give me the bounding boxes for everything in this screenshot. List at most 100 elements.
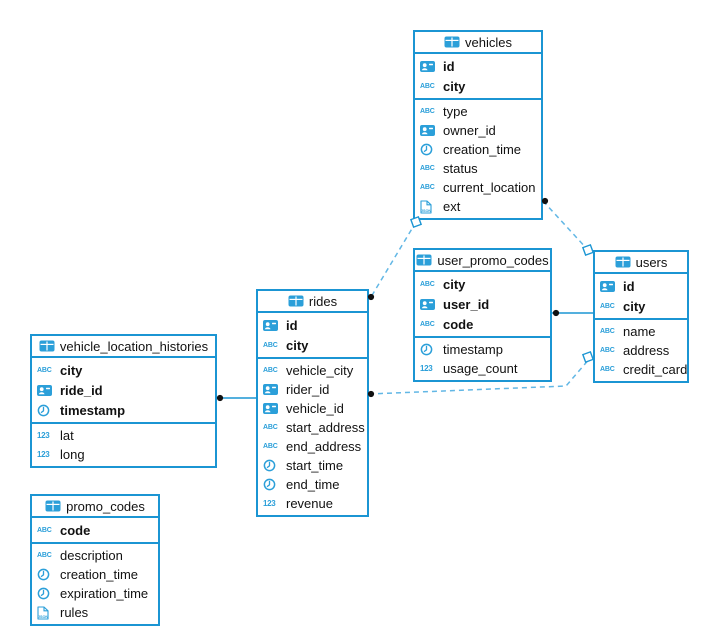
field-vehicles-type[interactable]: ABC type xyxy=(415,102,541,121)
field-vehicle_location_histories-ride_id[interactable]: ride_id xyxy=(32,380,215,400)
field-name: ext xyxy=(443,199,461,214)
abc-text-icon: ABC xyxy=(600,302,615,310)
field-name: ride_id xyxy=(60,382,103,398)
123-text-icon: 123 xyxy=(37,430,50,440)
abc-text-icon: ABC xyxy=(600,366,615,373)
fk-end-dot-user_promo_codes xyxy=(552,309,560,317)
field-name: name xyxy=(623,324,656,339)
table-header-rides[interactable]: rides xyxy=(258,291,367,313)
field-name: type xyxy=(443,104,468,119)
clock-icon xyxy=(263,459,282,472)
abc-text-icon: ABC xyxy=(420,82,435,90)
table-header-vehicle_location_histories[interactable]: vehicle_location_histories xyxy=(32,336,215,358)
table-title: promo_codes xyxy=(66,498,145,514)
table-header-promo_codes[interactable]: promo_codes xyxy=(32,496,158,518)
field-vehicles-creation_time[interactable]: creation_time xyxy=(415,140,541,159)
id-card-icon xyxy=(420,298,439,310)
field-users-id[interactable]: id xyxy=(595,276,687,296)
field-name: start_address xyxy=(286,420,365,435)
field-rides-rider_id[interactable]: rider_id xyxy=(258,380,367,399)
field-name: creation_time xyxy=(60,567,139,582)
field-name: id xyxy=(443,58,455,74)
field-promo_codes-rules[interactable]: JSON rules xyxy=(32,603,158,622)
field-vehicles-id[interactable]: id xyxy=(415,56,541,76)
clock-icon xyxy=(420,143,439,156)
svg-text:JSON: JSON xyxy=(421,208,432,212)
abc-text-icon: ABC xyxy=(420,108,435,115)
field-rides-id[interactable]: id xyxy=(258,315,367,335)
field-rides-vehicle_id[interactable]: vehicle_id xyxy=(258,399,367,418)
abc-text-icon: ABC xyxy=(37,552,52,559)
table-title: vehicles xyxy=(465,34,512,50)
field-name: id xyxy=(286,317,298,333)
field-rides-end_time[interactable]: end_time xyxy=(258,475,367,494)
abc-text-icon: ABC xyxy=(263,341,278,349)
table-grid-icon xyxy=(615,256,631,268)
abc-text-icon: ABC xyxy=(420,320,435,328)
abc-text-icon: ABC xyxy=(600,347,615,354)
table-grid-icon xyxy=(444,36,460,48)
field-promo_codes-expiration_time[interactable]: expiration_time xyxy=(32,584,158,603)
field-name: vehicle_city xyxy=(286,363,354,378)
connection-vehicles-users[interactable] xyxy=(542,200,589,251)
clock-icon xyxy=(420,343,439,356)
abc-text-icon: ABC xyxy=(37,526,52,534)
field-name: timestamp xyxy=(443,342,503,357)
field-rides-city[interactable]: ABC city xyxy=(258,335,367,355)
id-card-icon xyxy=(37,384,56,396)
svg-text:JSON: JSON xyxy=(38,614,49,618)
clock-icon xyxy=(37,568,56,581)
field-name: usage_count xyxy=(443,361,518,376)
field-name: city xyxy=(60,362,83,378)
field-user_promo_codes-timestamp[interactable]: timestamp xyxy=(415,340,550,359)
table-header-users[interactable]: users xyxy=(595,252,687,274)
pk-end-square-users xyxy=(581,243,595,257)
connection-rides-vehicles[interactable] xyxy=(370,221,417,298)
field-name: expiration_time xyxy=(60,586,149,601)
field-name: rules xyxy=(60,605,89,620)
field-user_promo_codes-user_id[interactable]: user_id xyxy=(415,294,550,314)
table-header-user_promo_codes[interactable]: user_promo_codes xyxy=(415,250,550,272)
table-header-vehicles[interactable]: vehicles xyxy=(415,32,541,54)
field-vehicles-owner_id[interactable]: owner_id xyxy=(415,121,541,140)
field-vehicle_location_histories-timestamp[interactable]: timestamp xyxy=(32,400,215,420)
field-vehicles-ext[interactable]: JSON ext xyxy=(415,197,541,216)
field-name: owner_id xyxy=(443,123,496,138)
table-grid-icon xyxy=(416,254,432,266)
field-name: id xyxy=(623,278,635,294)
table-title: rides xyxy=(308,293,338,309)
field-name: timestamp xyxy=(60,402,126,418)
field-name: city xyxy=(286,337,309,353)
field-rides-start_time[interactable]: start_time xyxy=(258,456,367,475)
field-promo_codes-creation_time[interactable]: creation_time xyxy=(32,565,158,584)
